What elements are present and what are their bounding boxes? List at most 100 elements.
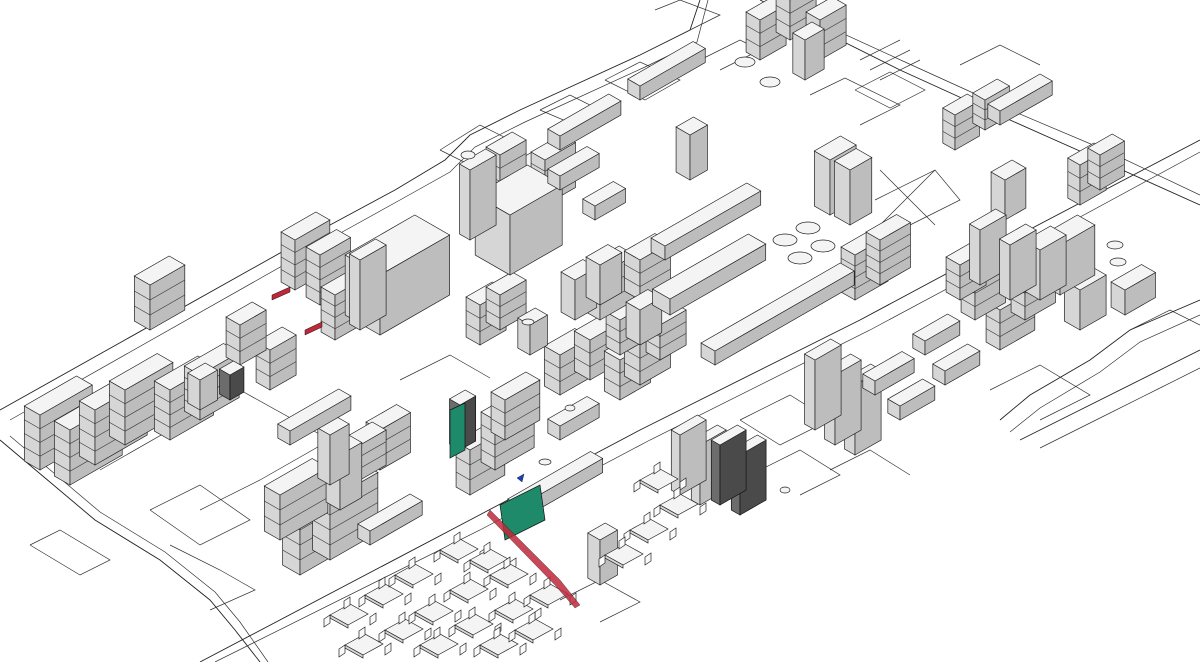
shelf-line	[134, 290, 151, 301]
chair	[404, 592, 412, 606]
shelf-line	[149, 279, 185, 301]
cold-room-wall	[458, 148, 497, 241]
chair	[503, 556, 511, 570]
shelf-line	[942, 119, 956, 127]
shelf-line	[79, 428, 96, 438]
unit-top-face	[710, 424, 747, 446]
chair	[433, 549, 441, 563]
shelf-line	[485, 298, 501, 307]
shelf-line	[775, 5, 791, 14]
chair	[673, 486, 681, 500]
dining-table-set	[633, 461, 687, 494]
unit-top-face	[280, 211, 331, 241]
shelf-line	[639, 268, 671, 287]
chair	[618, 536, 626, 550]
dining-table	[329, 603, 369, 626]
red-rack-marker	[304, 321, 323, 336]
chair	[343, 596, 351, 610]
chair	[408, 556, 416, 570]
shelf-line	[945, 268, 961, 277]
shelf-line	[490, 418, 506, 427]
chair	[508, 629, 516, 643]
shelving-rack	[485, 271, 527, 331]
shelf-line	[1067, 171, 1081, 179]
chair	[434, 572, 442, 586]
dining-table-set	[323, 596, 377, 629]
shelf-line	[879, 255, 911, 275]
red-rack-marker	[271, 286, 291, 301]
shelf-line	[624, 277, 641, 287]
chair	[543, 576, 551, 590]
shelf-line	[1067, 184, 1081, 192]
shelf-line	[312, 519, 331, 531]
chair	[388, 574, 396, 588]
chair	[519, 642, 527, 656]
worktable	[547, 93, 622, 151]
shelf-line	[269, 348, 297, 364]
shelf-line	[154, 405, 171, 416]
worktable	[650, 182, 762, 261]
unit-top-face	[998, 223, 1037, 246]
shelf-line	[24, 419, 41, 430]
unit-top-face	[887, 378, 936, 407]
chair	[448, 624, 456, 638]
unit-top-face	[968, 208, 1007, 231]
shelf-line	[149, 294, 185, 316]
dining-table-set	[488, 591, 542, 624]
chair	[529, 572, 537, 586]
chair	[428, 593, 436, 607]
chair	[369, 612, 377, 626]
shelf-line	[480, 436, 496, 446]
unit-left-face	[263, 485, 281, 541]
shelf-line	[109, 408, 126, 418]
unit-top-face	[587, 522, 619, 541]
chair	[454, 609, 462, 623]
shelf-line	[480, 449, 496, 458]
shelf-line	[879, 244, 911, 263]
cabinet	[517, 307, 549, 356]
locker	[968, 208, 1007, 286]
shelving-rack	[865, 214, 912, 286]
chair	[669, 527, 677, 541]
chair	[338, 644, 346, 658]
unit-top-face	[1110, 264, 1157, 291]
unit-top-face	[582, 181, 627, 207]
worktable	[582, 181, 627, 221]
unit-top-face	[833, 148, 873, 171]
shelf-line	[294, 232, 330, 253]
chair	[653, 504, 661, 518]
unit-top-face	[547, 93, 622, 137]
unit-top-face	[990, 159, 1027, 181]
unit-top-face	[651, 233, 767, 300]
unit-left-face	[1067, 157, 1081, 206]
shelf-line	[624, 264, 641, 274]
shelf-line	[305, 271, 321, 281]
shelf-line	[320, 297, 336, 307]
cabinet	[585, 244, 623, 306]
worktable	[277, 388, 352, 446]
refrigerator	[587, 522, 619, 586]
refrigerator	[317, 416, 350, 486]
unit-left-face	[804, 353, 816, 431]
shelf-line	[280, 269, 296, 278]
shelf-line	[574, 344, 591, 354]
shelf-line	[999, 316, 1035, 337]
shelf-line	[499, 303, 527, 319]
shelf-line	[225, 330, 241, 339]
unit-top-face	[263, 458, 329, 496]
cooking-line	[651, 233, 767, 316]
chair	[453, 531, 461, 545]
shelving-rack	[133, 255, 186, 331]
dining-table	[469, 548, 509, 571]
chair	[323, 614, 331, 628]
shelf-line	[1087, 171, 1101, 179]
locker	[998, 223, 1037, 301]
unit-left-face	[133, 275, 151, 331]
unit-top-face	[448, 389, 477, 406]
chair	[443, 589, 451, 603]
unit-top-face	[803, 338, 842, 361]
chair	[523, 594, 531, 608]
unit-top-face	[348, 238, 387, 261]
unit-top-face	[485, 131, 527, 156]
